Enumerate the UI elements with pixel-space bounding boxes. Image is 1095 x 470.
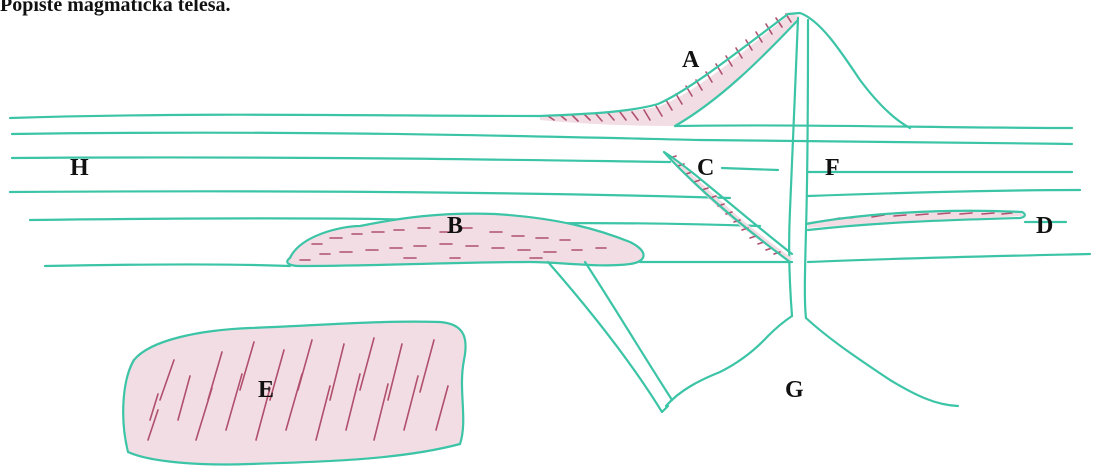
lava-flow-fill xyxy=(540,14,800,126)
stratum-line-4 xyxy=(10,190,1080,198)
label-g: G xyxy=(785,378,804,402)
dike-left-wall xyxy=(789,18,798,316)
stratum-line-2 xyxy=(12,133,1072,144)
body-e-pluton xyxy=(123,322,466,465)
label-f: F xyxy=(825,156,840,180)
chamber-outline xyxy=(666,316,958,406)
laccolith-fill xyxy=(288,214,643,266)
body-g-magma-chamber xyxy=(666,316,958,406)
body-d-sill xyxy=(806,211,1025,230)
label-a: A xyxy=(682,48,699,72)
laccolith-feeder xyxy=(548,262,672,412)
body-f-dike xyxy=(789,18,808,318)
label-d: D xyxy=(1036,214,1053,238)
label-h: H xyxy=(70,156,89,180)
lava-flow-hatch xyxy=(548,14,791,121)
label-b: B xyxy=(447,214,463,238)
body-a-volcano xyxy=(540,13,910,128)
stratum-line-3 xyxy=(12,157,1072,172)
label-e: E xyxy=(258,378,274,402)
label-c: C xyxy=(697,156,714,180)
dike-right-wall xyxy=(805,20,808,318)
